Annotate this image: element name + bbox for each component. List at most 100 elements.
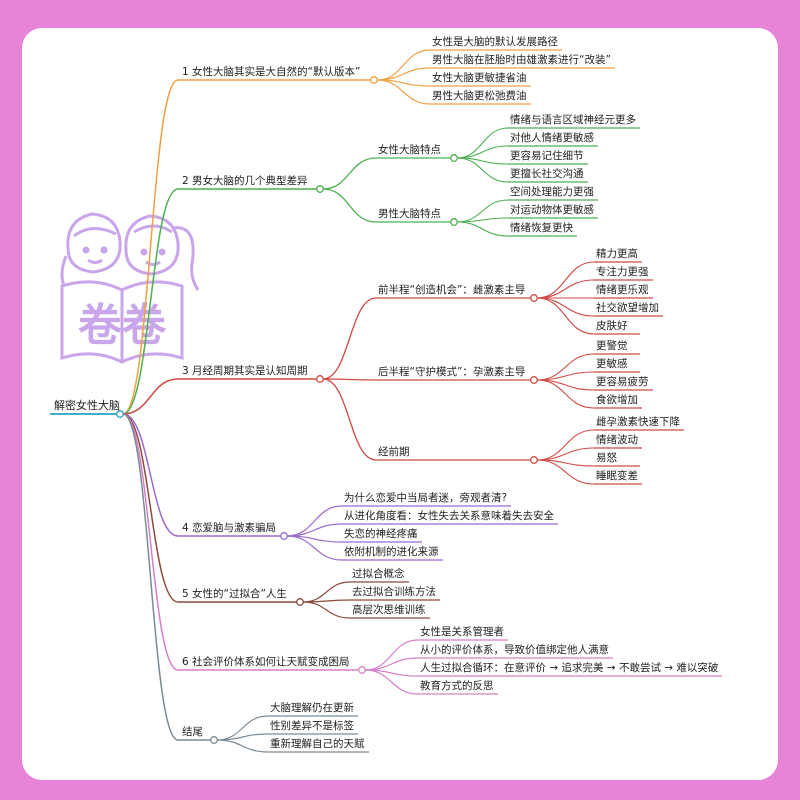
- branch-3-sub-2-leaf-1-label[interactable]: 更警觉: [596, 340, 628, 352]
- branch-3-sub-3-leaf-1-label[interactable]: 雌孕激素快速下降: [596, 416, 680, 428]
- branch-4-leaf-2-label[interactable]: 从进化角度看：女性失去关系意味着失去安全: [344, 510, 554, 522]
- branch-3-sub-3-leaf-4-label[interactable]: 睡眠变差: [596, 470, 638, 482]
- branch-3-sub-3-leaf-3-label[interactable]: 易怒: [596, 452, 617, 464]
- connector-line: [376, 67, 431, 81]
- branch-2-label[interactable]: 2 男女大脑的几个典型差异: [182, 175, 308, 187]
- connector-line: [122, 79, 179, 415]
- branch-6-leaf-3-label[interactable]: 人生过拟合循环：在意评价 → 追求完美 → 不敢尝试 → 难以突破: [420, 662, 719, 674]
- open-book-icon: [60, 280, 184, 364]
- branch-4-leaf-1-label[interactable]: 为什么恋爱中当局者迷，旁观者清?: [344, 492, 508, 504]
- branch-1-leaf-1-label[interactable]: 女性是大脑的默认发展路径: [432, 36, 558, 48]
- connector-line: [536, 379, 595, 409]
- connector-line: [322, 188, 377, 223]
- branch-6-leaf-1-label[interactable]: 女性是关系管理者: [420, 626, 504, 638]
- node-collapse-toggle[interactable]: [358, 666, 366, 674]
- connector-line: [302, 581, 351, 603]
- connector-line: [322, 297, 377, 380]
- branch-1-leaf-3-label[interactable]: 女性大脑更敏捷省油: [432, 72, 527, 84]
- branch-3-sub-1-leaf-5-label[interactable]: 皮肤好: [596, 320, 628, 332]
- connector-line: [364, 657, 419, 671]
- branch-2-sub-2-leaf-3-label[interactable]: 情绪恢复更快: [510, 222, 573, 234]
- branch-6-leaf-2-label[interactable]: 从小的评价体系，导致价值绑定他人满意: [420, 644, 609, 656]
- girl-right-icon: [124, 214, 200, 291]
- node-collapse-toggle[interactable]: [450, 218, 458, 226]
- connector-line: [286, 523, 343, 537]
- node-collapse-toggle[interactable]: [210, 736, 218, 744]
- branch-2-sub-2-leaf-2-label[interactable]: 对运动物体更敏感: [510, 204, 594, 216]
- branch-5-leaf-2-label[interactable]: 去过拟合训练方法: [352, 586, 436, 598]
- branch-3-sub-1-leaf-3-label[interactable]: 情绪更乐观: [596, 284, 649, 296]
- connector-line: [216, 739, 269, 753]
- branch-2-sub-1-leaf-2-label[interactable]: 对他人情绪更敏感: [510, 132, 594, 144]
- branch-3-sub-1-leaf-4-label[interactable]: 社交欲望增加: [596, 302, 659, 314]
- connector-line: [376, 49, 431, 81]
- connector-line: [456, 221, 509, 237]
- branch-3-sub-2-leaf-3-label[interactable]: 更容易疲劳: [596, 376, 649, 388]
- branch-5-leaf-1-label[interactable]: 过拟合概念: [352, 568, 405, 580]
- branch-3-sub-1-label[interactable]: 前半程“创造机会”：雌激素主导: [378, 284, 526, 296]
- connector-line: [536, 297, 595, 335]
- connector-line: [122, 188, 179, 415]
- branch-2-sub-2-label[interactable]: 男性大脑特点: [378, 208, 441, 220]
- branch-2-sub-1-label[interactable]: 女性大脑特点: [378, 144, 441, 156]
- branch-5-label[interactable]: 5 女性的“过拟合”人生: [182, 588, 287, 600]
- connector-line: [286, 505, 343, 537]
- connector-line: [364, 669, 419, 695]
- connector-line: [456, 145, 509, 159]
- branch-3-sub-3-label[interactable]: 经前期: [378, 446, 410, 458]
- node-collapse-toggle[interactable]: [316, 185, 324, 193]
- connector-line: [122, 413, 179, 671]
- connector-line: [456, 127, 509, 159]
- branch-2-sub-1-leaf-1-label[interactable]: 情绪与语言区域神经元更多: [510, 114, 636, 126]
- branch-7-leaf-1-label[interactable]: 大脑理解仍在更新: [270, 702, 354, 714]
- logo-text: 卷卷: [78, 300, 167, 351]
- connector-line: [322, 378, 377, 461]
- node-collapse-toggle[interactable]: [316, 375, 324, 383]
- branch-4-leaf-3-label[interactable]: 失恋的神经疼痛: [344, 528, 418, 540]
- branch-3-sub-1-leaf-2-label[interactable]: 专注力更强: [596, 266, 649, 278]
- branch-4-leaf-4-label[interactable]: 依附机制的进化来源: [344, 546, 439, 558]
- connector-line: [536, 429, 595, 461]
- branch-2-sub-2-leaf-1-label[interactable]: 空间处理能力更强: [510, 186, 594, 198]
- branch-3-sub-3-leaf-2-label[interactable]: 情绪波动: [596, 434, 638, 446]
- branch-7-leaf-3-label[interactable]: 重新理解自己的天赋: [270, 738, 365, 750]
- node-collapse-toggle[interactable]: [370, 76, 378, 84]
- connector-line: [322, 157, 377, 190]
- connector-line: [536, 297, 595, 317]
- branch-4-label[interactable]: 4 恋爱脑与激素骗局: [182, 522, 277, 534]
- branch-1-label[interactable]: 1 女性大脑其实是大自然的“默认版本”: [182, 66, 361, 78]
- connector-line: [302, 601, 351, 619]
- branch-3-sub-2-leaf-2-label[interactable]: 更敏感: [596, 358, 628, 370]
- branch-7-leaf-2-label[interactable]: 性别差异不是标签: [270, 720, 354, 732]
- connector-line: [122, 413, 179, 537]
- node-collapse-toggle[interactable]: [450, 154, 458, 162]
- node-collapse-toggle[interactable]: [530, 294, 538, 302]
- root-node-label[interactable]: 解密女性大脑: [54, 399, 120, 412]
- node-collapse-toggle[interactable]: [530, 376, 538, 384]
- branch-3-sub-2-leaf-4-label[interactable]: 食欲增加: [596, 394, 638, 406]
- connector-line: [456, 217, 509, 223]
- connector-line: [286, 535, 343, 561]
- node-collapse-toggle[interactable]: [280, 532, 288, 540]
- node-collapse-toggle[interactable]: [530, 456, 538, 464]
- branch-6-label[interactable]: 6 社会评价体系如何让天赋变成困局: [182, 656, 350, 668]
- logo-illustration: 卷卷: [60, 212, 200, 364]
- branch-2-sub-1-leaf-4-label[interactable]: 更擅长社交沟通: [510, 168, 584, 180]
- connector-line: [122, 413, 179, 603]
- branch-3-label[interactable]: 3 月经周期其实是认知周期: [182, 365, 308, 377]
- branch-5-leaf-3-label[interactable]: 高层次思维训练: [352, 604, 426, 616]
- connector-line: [536, 447, 595, 461]
- branch-6-leaf-4-label[interactable]: 教育方式的反思: [420, 680, 494, 692]
- node-collapse-toggle[interactable]: [296, 598, 304, 606]
- mindmap-connectors: [50, 49, 722, 753]
- branch-7-label[interactable]: 结尾: [182, 726, 203, 738]
- connector-line: [536, 279, 595, 299]
- branch-2-sub-1-leaf-3-label[interactable]: 更容易记住细节: [510, 150, 584, 162]
- branch-3-sub-2-label[interactable]: 后半程“守护模式”：孕激素主导: [378, 366, 526, 378]
- connector-line: [322, 378, 377, 381]
- connector-line: [456, 157, 509, 183]
- branch-3-sub-1-leaf-1-label[interactable]: 精力更高: [596, 248, 638, 260]
- branch-1-leaf-2-label[interactable]: 男性大脑在胚胎时由雄激素进行“改装”: [432, 54, 611, 66]
- branch-1-leaf-4-label[interactable]: 男性大脑更松弛费油: [432, 90, 527, 102]
- mindmap-canvas: 卷卷 解密女性大脑 1 女性大脑其实是大自然的“默认版本” 女性是大脑的默认发展路径…: [22, 28, 778, 780]
